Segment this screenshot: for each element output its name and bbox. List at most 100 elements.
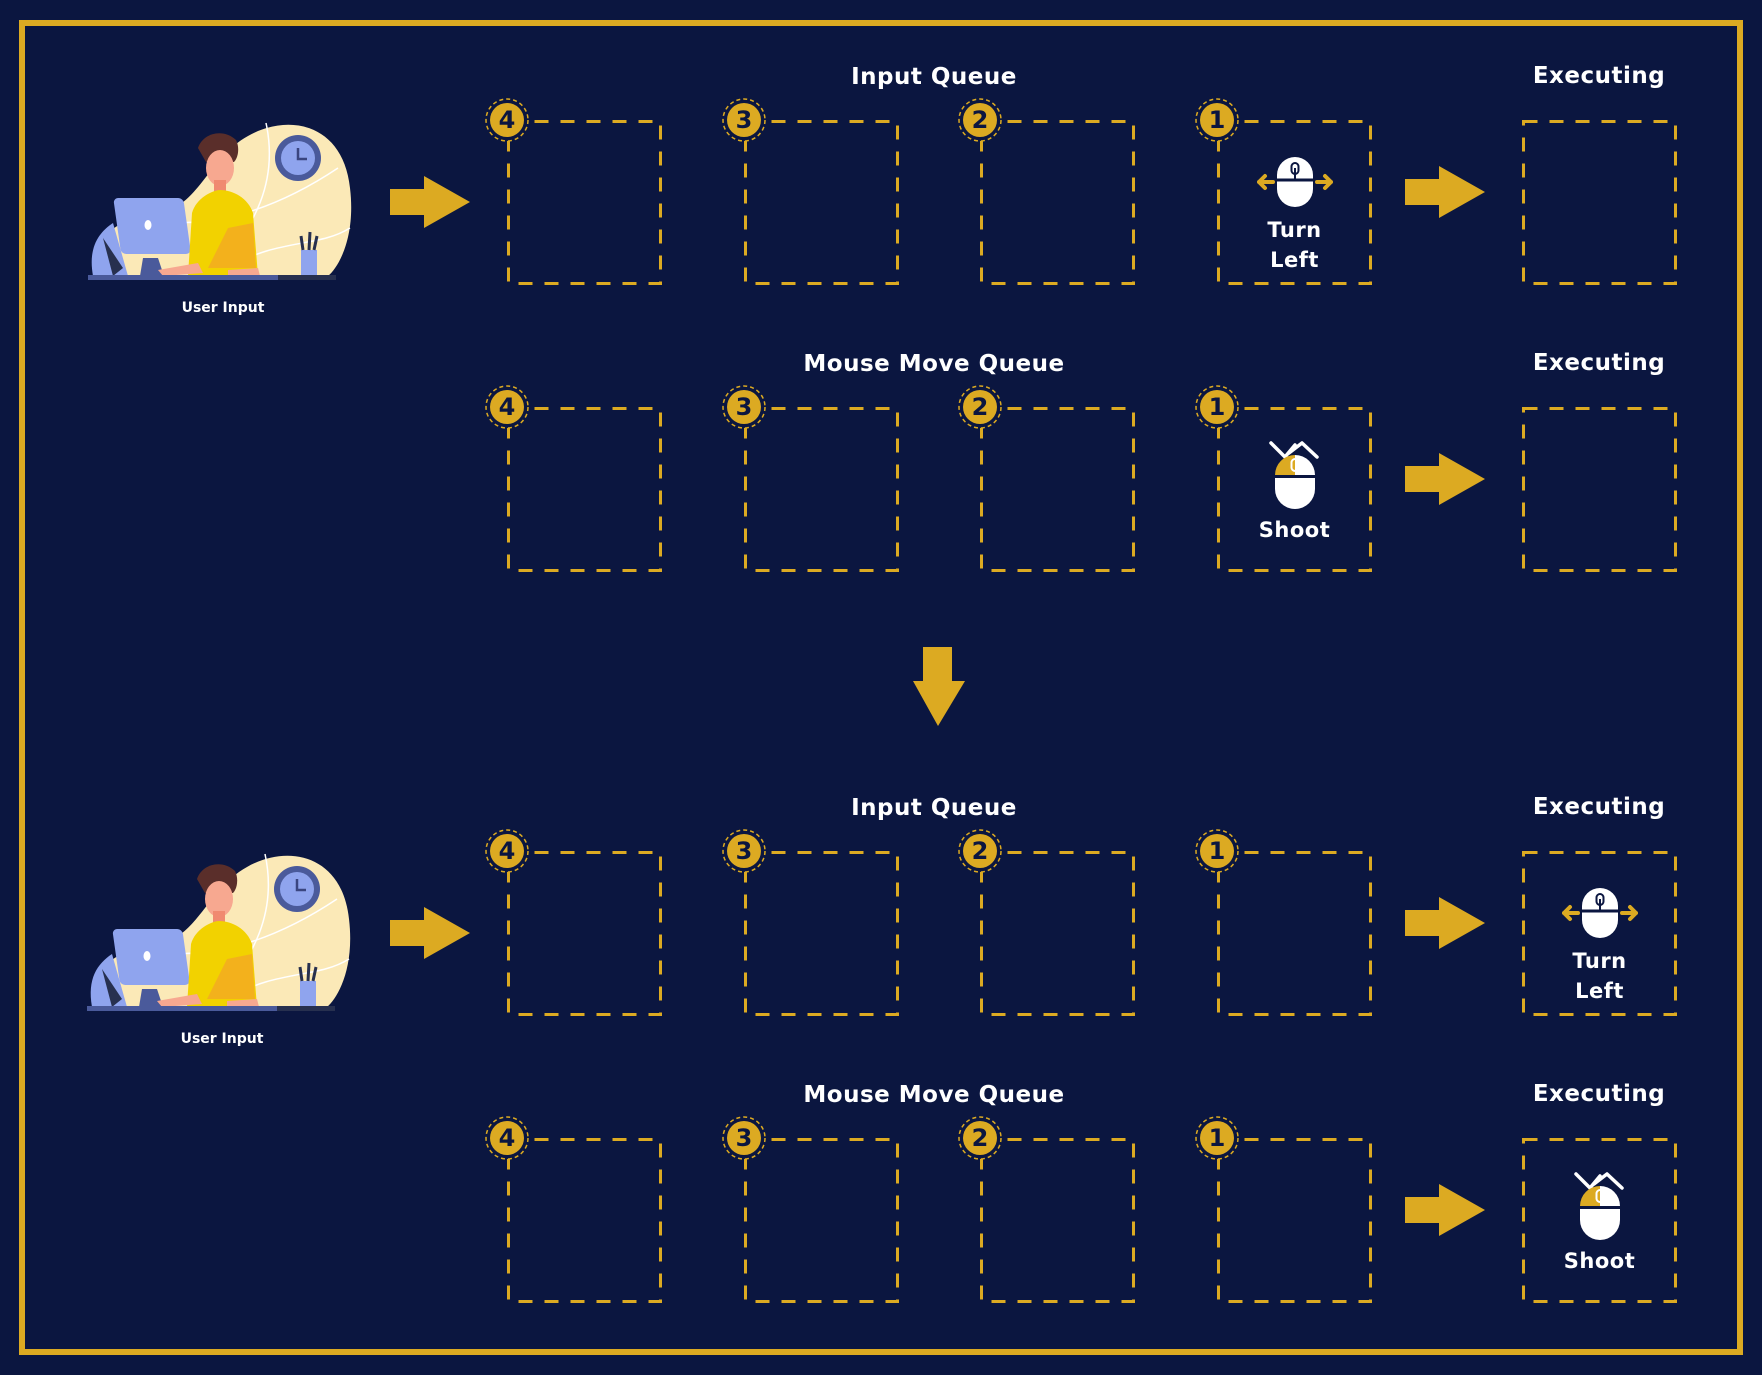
person-at-computer-icon	[88, 122, 352, 280]
action-icon-wrap	[1561, 885, 1638, 945]
slot-number-badge: 1	[1194, 1115, 1240, 1161]
input-flow-arrow	[390, 176, 470, 228]
dashed-border	[1522, 407, 1677, 572]
queue-slot: 1	[1195, 1116, 1372, 1303]
dashed-border	[744, 851, 899, 1016]
slot-number-badge: 2	[957, 828, 1003, 874]
queue-slot: 2	[958, 98, 1135, 285]
executing-title: Executing	[1532, 794, 1666, 820]
dashed-border	[744, 1138, 899, 1303]
queue-slot: 3	[722, 385, 899, 572]
dashed-border	[980, 407, 1135, 572]
queue-slot: 4	[485, 829, 662, 1016]
execute-arrow	[1405, 453, 1485, 505]
slot-number-badge: 1	[1194, 828, 1240, 874]
queued-action: Shoot	[1522, 1138, 1677, 1303]
slot-number-badge: 4	[484, 1115, 530, 1161]
slot-number: 4	[498, 837, 516, 865]
action-label: Turn	[1267, 218, 1322, 242]
action-label: Turn	[1572, 949, 1627, 973]
dashed-border	[1522, 851, 1677, 1016]
queue-slot: 4	[485, 1116, 662, 1303]
slot-number: 3	[735, 393, 753, 421]
slot-number: 4	[498, 106, 516, 134]
dashed-border	[507, 407, 662, 572]
dashed-border	[1217, 120, 1372, 285]
dashed-border	[507, 120, 662, 285]
dashed-border	[1217, 407, 1372, 572]
user-input-label: User Input	[180, 1031, 264, 1047]
input-flow-arrow	[390, 907, 470, 959]
executing-slot	[1522, 120, 1677, 285]
slot-number: 1	[1208, 106, 1226, 134]
queue-slot: 2	[958, 1116, 1135, 1303]
queue-title: Input Queue	[851, 64, 1017, 90]
slot-number: 3	[735, 106, 753, 134]
slot-number: 3	[735, 1124, 753, 1152]
user-input-label: User Input	[181, 300, 265, 316]
dashed-border	[1217, 851, 1372, 1016]
queue-slot: 2	[958, 829, 1135, 1016]
slot-number: 2	[971, 837, 989, 865]
queue-slot: 4	[485, 98, 662, 285]
queue-slot: 4	[485, 385, 662, 572]
dashed-border	[1217, 1138, 1372, 1303]
slot-number: 2	[971, 1124, 989, 1152]
queue-slot: Shoot 1	[1195, 385, 1372, 572]
slot-number-badge: 3	[721, 1115, 767, 1161]
dashed-border	[507, 1138, 662, 1303]
dashed-border	[980, 851, 1135, 1016]
slot-number-badge: 2	[957, 384, 1003, 430]
mouse-move-horizontal-icon	[1256, 157, 1333, 207]
diagram-frame	[19, 20, 1743, 1355]
queue-title: Mouse Move Queue	[803, 1082, 1065, 1108]
queue-title: Input Queue	[851, 795, 1017, 821]
action-icon-wrap	[1267, 439, 1323, 515]
dashed-border	[1522, 1138, 1677, 1303]
queue-title: Mouse Move Queue	[803, 351, 1065, 377]
slot-number-badge: 3	[721, 97, 767, 143]
queue-slot: 3	[722, 98, 899, 285]
action-label: Shoot	[1258, 518, 1331, 542]
slot-number: 2	[971, 106, 989, 134]
dashed-border	[744, 120, 899, 285]
slot-number-badge: 2	[957, 97, 1003, 143]
queue-slot: 3	[722, 829, 899, 1016]
user-input-illustration: User Input	[87, 849, 357, 1049]
slot-number: 2	[971, 393, 989, 421]
slot-number-badge: 1	[1194, 97, 1240, 143]
execute-arrow	[1405, 897, 1485, 949]
slot-number: 4	[498, 393, 516, 421]
mouse-click-icon	[1268, 441, 1319, 509]
slot-number-badge: 4	[484, 828, 530, 874]
queued-action: Shoot	[1217, 407, 1372, 572]
action-label: Shoot	[1563, 1249, 1636, 1273]
slot-number-badge: 2	[957, 1115, 1003, 1161]
execute-arrow	[1405, 1184, 1485, 1236]
executing-title: Executing	[1532, 350, 1666, 376]
queue-slot: 1	[1195, 829, 1372, 1016]
dashed-border	[507, 851, 662, 1016]
slot-number: 1	[1208, 393, 1226, 421]
person-at-computer-icon	[87, 853, 351, 1011]
slot-number-badge: 4	[484, 97, 530, 143]
action-icon-wrap	[1256, 154, 1333, 214]
slot-number-badge: 4	[484, 384, 530, 430]
queue-slot: 3	[722, 1116, 899, 1303]
mouse-move-horizontal-icon	[1561, 888, 1638, 938]
slot-number-badge: 3	[721, 384, 767, 430]
executing-slot: Shoot	[1522, 1138, 1677, 1303]
slot-number-badge: 3	[721, 828, 767, 874]
slot-number: 1	[1208, 837, 1226, 865]
mouse-click-icon	[1573, 1172, 1624, 1240]
dashed-border	[980, 120, 1135, 285]
executing-title: Executing	[1532, 1081, 1666, 1107]
slot-number: 4	[498, 1124, 516, 1152]
user-input-illustration: User Input	[88, 118, 358, 318]
slot-number-badge: 1	[1194, 384, 1240, 430]
execute-arrow	[1405, 166, 1485, 218]
